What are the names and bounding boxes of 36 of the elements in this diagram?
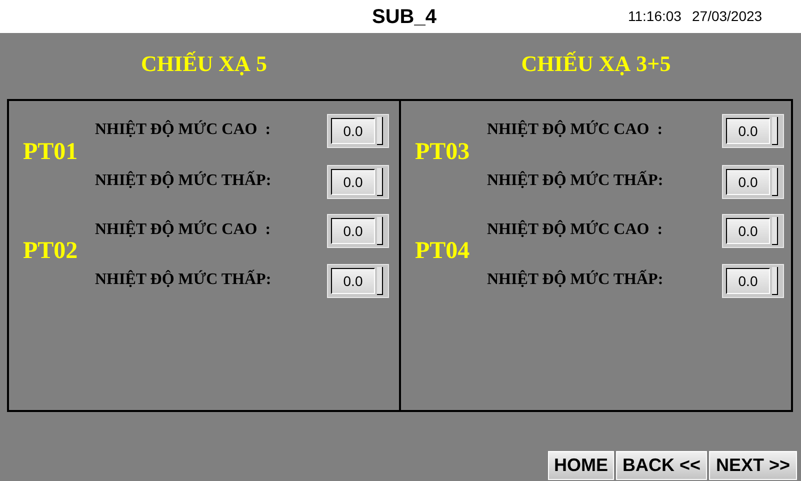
screen-title: SUB_4 — [372, 5, 436, 29]
field-label: NHIỆT ĐỘ MỨC CAO : — [95, 220, 271, 240]
field-label: NHIỆT ĐỘ MỨC CAO : — [487, 120, 663, 140]
value-display — [327, 114, 389, 148]
panel-heading: CHIẾU XẠ 3+5 — [520, 51, 672, 77]
value-text: 0.0 — [331, 268, 375, 294]
panel-heading: CHIẾU XẠ 5 — [140, 51, 268, 77]
field-label: NHIỆT ĐỘ MỨC CAO : — [95, 120, 271, 140]
field-label: NHIỆT ĐỘ MỨC THẤP: — [95, 171, 272, 191]
clock-date: 27/03/2023 — [692, 8, 762, 24]
value-display — [722, 264, 784, 298]
value-display — [327, 214, 389, 248]
field-label: NHIỆT ĐỘ MỨC THẤP: — [487, 171, 664, 191]
value-text: 0.0 — [726, 118, 770, 144]
value-display — [327, 264, 389, 298]
nav-button: HOME — [548, 451, 614, 480]
value-text: 0.0 — [331, 218, 375, 244]
sensor-label: PT02 — [23, 237, 78, 265]
field-label: NHIỆT ĐỘ MỨC CAO : — [487, 220, 663, 240]
value-display — [722, 165, 784, 199]
value-display — [327, 165, 389, 199]
value-text: 0.0 — [331, 118, 375, 144]
sensor-label: PT01 — [23, 138, 78, 166]
value-text: 0.0 — [331, 169, 375, 195]
value-text: 0.0 — [726, 218, 770, 244]
nav-button: BACK << — [616, 451, 707, 480]
field-label: NHIỆT ĐỘ MỨC THẤP: — [95, 270, 272, 290]
nav-button: NEXT >> — [709, 451, 797, 480]
sensor-label: PT03 — [415, 138, 470, 166]
field-label: NHIỆT ĐỘ MỨC THẤP: — [487, 270, 664, 290]
value-display — [722, 214, 784, 248]
value-text: 0.0 — [726, 169, 770, 195]
value-display — [722, 114, 784, 148]
value-text: 0.0 — [726, 268, 770, 294]
sensor-label: PT04 — [415, 237, 470, 265]
clock-time: 11:16:03 — [628, 8, 682, 24]
